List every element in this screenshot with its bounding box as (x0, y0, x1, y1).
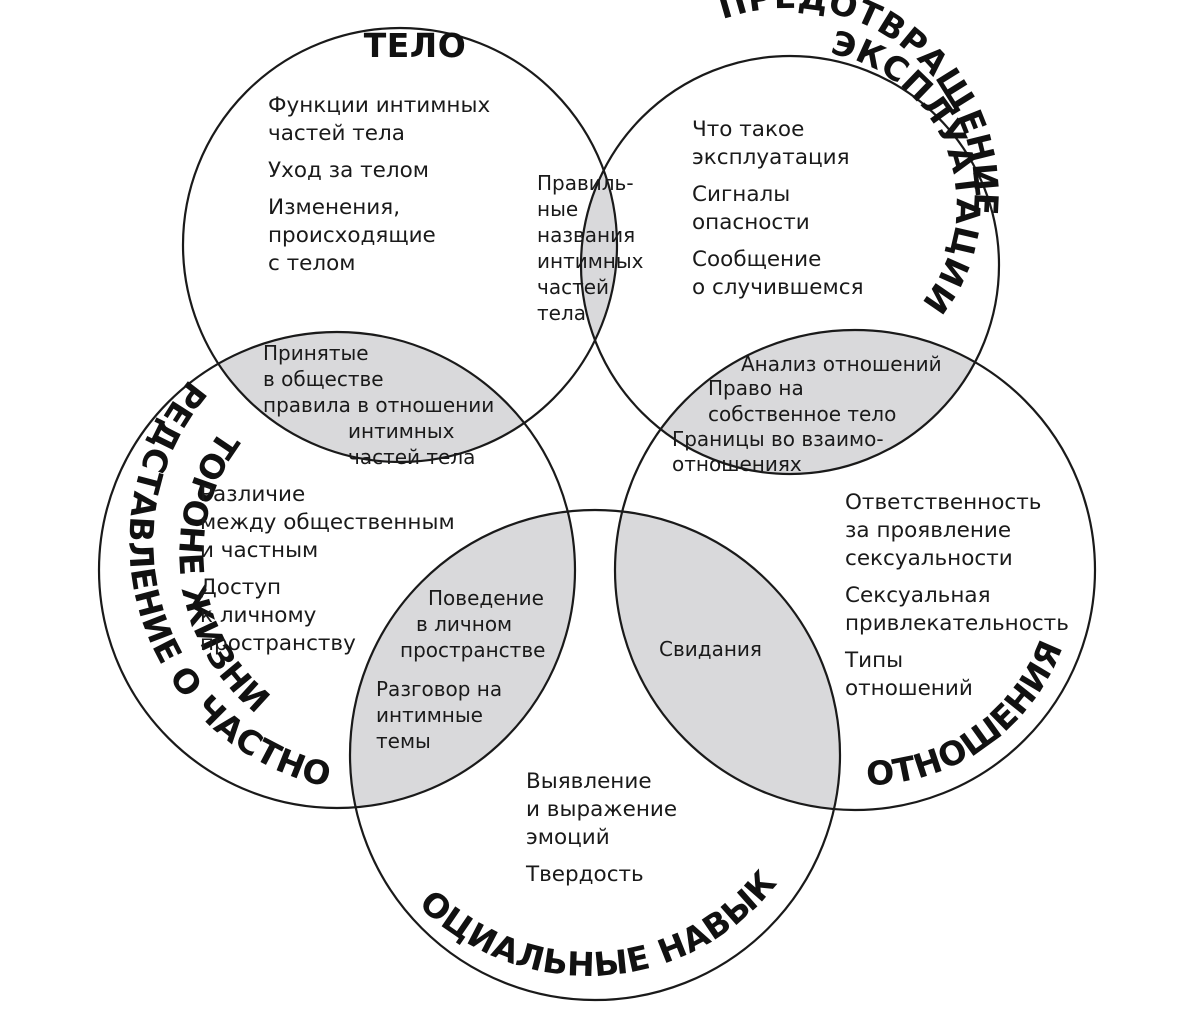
circle-outlines (97, 26, 1097, 1002)
overlap-exploitation-relationships-text: Анализ отношений Право на собственное те… (672, 352, 942, 476)
overlap-privacy-social-line6: темы (376, 729, 431, 753)
overlap-privacy-social-text: Поведение в личном пространстве Разговор… (376, 586, 545, 753)
exploitation-items: Что такое эксплуатация Сигналы опасности… (692, 117, 864, 300)
social-item-1-line1: Выявление (526, 769, 652, 794)
overlap-privacy-social-line4: Разговор на (376, 677, 502, 701)
privacy-item-2-line1: Доступ (200, 575, 281, 600)
overlap-body-exploitation-text: Правиль- ные названия интимных частей те… (537, 171, 644, 325)
relationships-items: Ответственность за проявление сексуально… (844, 490, 1069, 701)
overlap-body-exploitation-line6: тела (537, 301, 586, 325)
privacy-items: Различие между общественным и частным До… (200, 482, 455, 656)
overlap-body-exploitation-line3: названия (537, 223, 635, 247)
relationships-item-1-line2: за проявление (845, 518, 1011, 543)
body-item-1-line1: Функции интимных (268, 93, 490, 118)
overlap-privacy-social-line1: Поведение (428, 586, 544, 610)
overlap-social-relationships-line1: Свидания (659, 637, 762, 661)
relationships-item-1-line1: Ответственность (845, 490, 1041, 515)
exploitation-item-3-line1: Сообщение (692, 247, 821, 272)
relationships-item-1-line3: сексуальности (845, 546, 1013, 571)
overlap-social-relationships-fill (615, 510, 840, 810)
relationships-item-2-line2: привлекательность (845, 611, 1069, 636)
overlap-body-exploitation-line1: Правиль- (537, 171, 634, 195)
overlap-social-relationships-text: Свидания (659, 637, 762, 661)
overlap-body-privacy-line3: правила в отношении (263, 393, 494, 417)
overlap-exploitation-relationships-line3: собственное тело (708, 402, 896, 426)
social-item-1-line3: эмоций (526, 825, 610, 850)
body-item-3-line3: с телом (268, 251, 356, 276)
overlap-privacy-social-fill (350, 510, 575, 808)
exploitation-item-2-line1: Сигналы (692, 182, 790, 207)
body-item-3-line1: Изменения, (268, 195, 400, 220)
overlap-exploitation-relationships-line5: отношениях (672, 452, 802, 476)
overlap-privacy-social-line2: в личном (416, 612, 512, 636)
circle-privacy (97, 330, 577, 810)
body-item-2-line1: Уход за телом (268, 158, 429, 183)
body-item-1-line2: частей тела (268, 121, 405, 146)
circle-body (181, 26, 619, 464)
relationships-item-3-line2: отношений (845, 676, 973, 701)
exploitation-item-1-line1: Что такое (692, 117, 804, 142)
overlap-body-privacy-line4: интимных (348, 419, 455, 443)
circle-exploitation (579, 54, 1001, 476)
overlap-exploitation-relationships-line2: Право на (708, 376, 804, 400)
social-items: Выявление и выражение эмоций Твердость (525, 769, 677, 887)
exploitation-item-3-line2: о случившемся (692, 275, 864, 300)
overlap-privacy-social-line5: интимные (376, 703, 483, 727)
privacy-item-1-line1: Различие (200, 482, 305, 507)
exploitation-item-1-line2: эксплуатация (692, 145, 850, 170)
title-body: ТЕЛО (364, 26, 467, 65)
social-item-1-line2: и выражение (526, 797, 677, 822)
circle-social (348, 508, 842, 1002)
overlap-body-privacy-text: Принятые в обществе правила в отношении … (263, 341, 494, 469)
exploitation-item-2-line2: опасности (692, 210, 810, 235)
overlap-exploitation-relationships-line4: Границы во взаимо- (672, 427, 884, 451)
overlap-body-privacy-line2: в обществе (263, 367, 384, 391)
body-items: Функции интимных частей тела Уход за тел… (268, 93, 490, 276)
body-item-3-line2: происходящие (268, 223, 436, 248)
relationships-item-2-line1: Сексуальная (845, 583, 991, 608)
overlap-body-privacy-line1: Принятые (263, 341, 369, 365)
overlap-exploitation-relationships-line1: Анализ отношений (741, 352, 942, 376)
overlap-privacy-social-line3: пространстве (400, 638, 545, 662)
privacy-item-1-line2: между общественным (200, 510, 455, 535)
overlap-body-exploitation-line4: интимных (537, 249, 644, 273)
social-item-2-line1: Твердость (525, 862, 644, 887)
overlap-body-privacy-line5: частей тела (348, 445, 475, 469)
privacy-item-1-line3: и частным (200, 538, 318, 563)
title-social: СОЦИАЛЬНЫЕ НАВЫКИ (0, 0, 784, 984)
privacy-item-2-line3: пространству (200, 631, 356, 656)
overlap-body-exploitation-line2: ные (537, 197, 578, 221)
circle-relationships (613, 328, 1097, 812)
relationships-item-3-line1: Типы (844, 648, 903, 673)
privacy-item-2-line2: к личному (200, 603, 317, 628)
overlap-body-exploitation-line5: частей (537, 275, 609, 299)
